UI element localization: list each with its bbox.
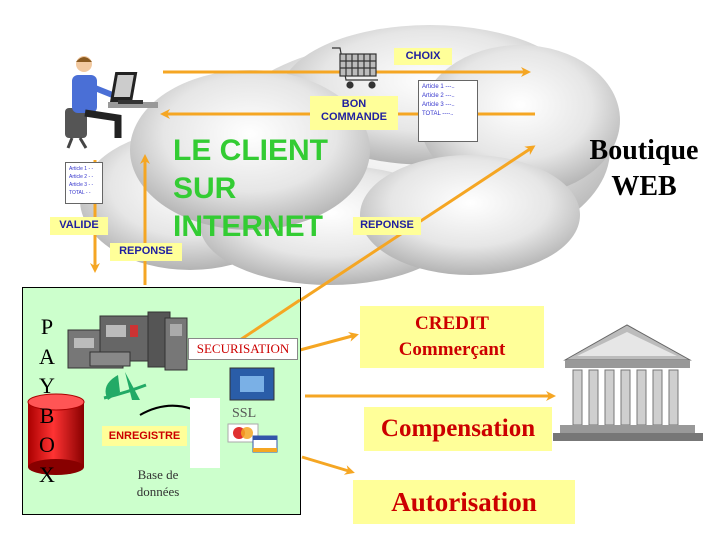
database-label: Base de données — [136, 467, 180, 499]
label-reponse-left: REPONSE — [110, 243, 182, 261]
receipt-small-line-3: Article 3 - - — [69, 182, 94, 188]
paybox-letters: P A Y B O X — [35, 312, 59, 489]
paybox-letter-b: B — [39, 402, 55, 428]
paybox-letter-a: A — [39, 343, 55, 369]
shop-title: Boutique WEB — [575, 133, 713, 205]
paybox-letter-y: Y — [39, 373, 55, 398]
receipt-large-line-1: Article 1 ---.. — [422, 84, 455, 90]
order-receipt-large: Article 1 ---.. Article 2 ---.. Article … — [418, 80, 478, 142]
order-receipt-small: Article 1 - - Article 2 - - Article 3 - … — [65, 162, 103, 204]
label-choix: CHOIX — [394, 48, 452, 65]
receipt-small-line-4: TOTAL - - — [69, 190, 91, 196]
receipt-large-line-4: TOTAL ----.. — [422, 111, 454, 117]
arrow-to-credit — [299, 331, 359, 352]
paybox-letter-x: X — [39, 461, 55, 487]
bank-building-icon — [553, 324, 703, 441]
receipt-small-line-2: Article 2 - - — [69, 174, 94, 180]
compensation-box: Compensation — [364, 407, 552, 451]
ssl-label: SSL — [232, 406, 257, 421]
shop-title-line-1: Boutique — [589, 135, 699, 166]
shop-title-line-2: WEB — [611, 171, 677, 202]
cloud-title: LE CLIENT SUR INTERNET — [173, 132, 328, 246]
receipt-large-line-3: Article 3 ---.. — [422, 102, 455, 108]
securisation-label: SECURISATION — [188, 338, 298, 360]
enregistre-label: ENREGISTRE — [102, 426, 187, 446]
cloud-title-line-2: SUR — [173, 172, 237, 205]
shopping-cart-icon — [332, 47, 378, 89]
label-bon-commande: BON COMMANDE — [310, 96, 398, 130]
autorisation-box: Autorisation — [353, 480, 575, 524]
paybox-letter-p: P — [40, 314, 54, 339]
arrow-to-autorisation — [301, 455, 355, 475]
credit-commercant-box: CREDIT Commerçant — [360, 306, 544, 368]
label-reponse-right: REPONSE — [353, 217, 421, 235]
user-at-computer-icon — [65, 56, 158, 149]
label-valide: VALIDE — [50, 217, 108, 235]
receipt-large-line-2: Article 2 ---.. — [422, 93, 455, 99]
receipt-small-line-1: Article 1 - - — [69, 166, 94, 172]
cloud-title-line-1: LE CLIENT — [173, 134, 328, 167]
paybox-letter-o: O — [39, 432, 55, 457]
cloud-title-line-3: INTERNET — [173, 210, 323, 243]
